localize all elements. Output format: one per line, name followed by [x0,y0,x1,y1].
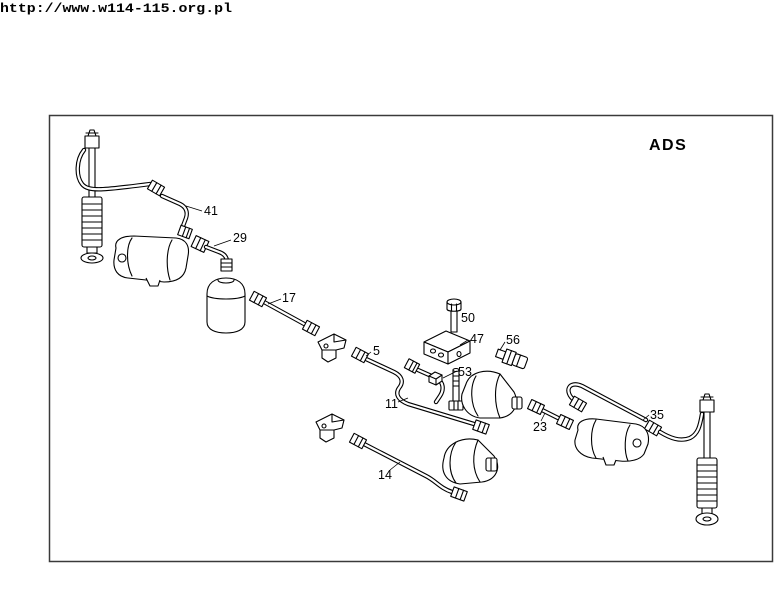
callout-11: 11 [385,397,398,411]
pipe-14 [348,432,468,502]
callout-35: 35 [650,408,664,422]
right-strut-mounting-eye [695,512,719,526]
right-valve-unit [574,418,650,466]
left-hydraulic-accumulator [206,258,246,334]
pipe-41 [159,193,193,240]
center-valve-canister [461,370,523,419]
bolt-50 [446,298,462,333]
right-strut-hose [657,411,705,442]
accumulator-port [220,258,233,272]
leader-lines [185,205,650,471]
pipe-35 [566,382,663,437]
callout-56: 56 [506,333,520,347]
right-shock-absorber [695,393,719,526]
callout-47: 47 [470,332,484,346]
left-valve-unit [113,235,190,287]
diagram-title: ADS [649,137,687,154]
distribution-block-47 [423,330,471,365]
left-shock-absorber [80,129,104,264]
nut-53 [428,371,443,386]
pipe-17 [248,290,321,337]
right-strut-top-mount [699,399,715,413]
pipe-5 [350,346,490,435]
callout-50: 50 [461,311,475,325]
left-strut-top-mount [84,135,100,149]
right-strut-rod [703,411,711,459]
pipe-23 [526,398,575,431]
callout-17: 17 [282,291,296,305]
pressure-sensor-56 [494,348,529,370]
callout-23: 23 [533,420,547,434]
upper-t-piece [317,333,347,363]
elbow-fitting-29 [190,235,230,265]
hose-fitting [146,179,166,197]
callout-29: 29 [233,231,247,245]
callout-41: 41 [204,204,218,218]
left-strut-mounting-eye [80,252,104,264]
bolt-53 [448,367,464,411]
left-strut-hose [75,147,166,197]
callout-53: 53 [458,365,472,379]
callout-14: 14 [378,468,392,482]
diagram-frame [48,114,774,563]
source-url: http://www.w114-115.org.pl [0,1,232,16]
callout-5: 5 [373,344,380,358]
lower-t-piece [315,413,345,443]
lower-hydraulic-accumulator [442,438,499,485]
